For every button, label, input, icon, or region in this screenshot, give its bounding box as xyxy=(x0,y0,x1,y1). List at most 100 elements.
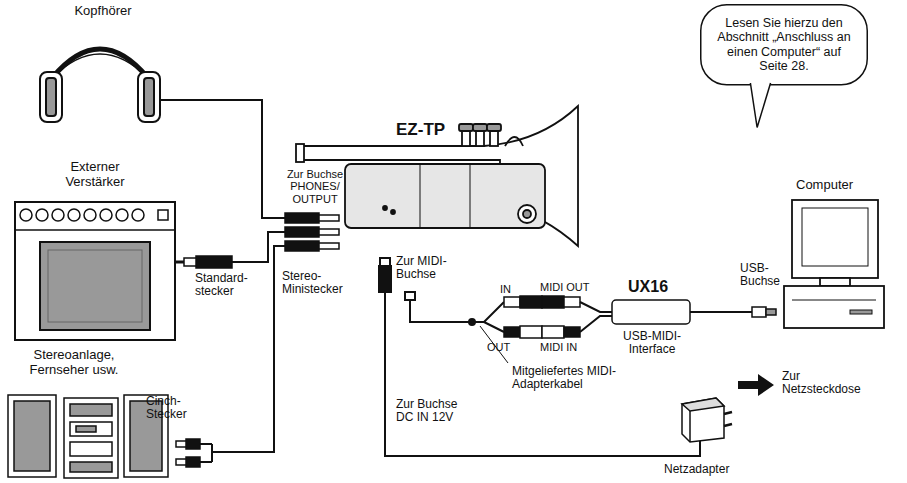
trumpet-part xyxy=(391,210,395,214)
trumpet-part xyxy=(302,106,578,246)
cable-label: Mitgeliefertes MIDI- Adapterkabel xyxy=(512,365,644,392)
phone-plugs-part xyxy=(184,258,196,266)
midi-cable-part xyxy=(410,300,504,332)
midi-cable-part xyxy=(469,319,475,325)
amplifier-part xyxy=(15,229,175,231)
trumpet-part xyxy=(518,205,536,223)
midi-connectors-part xyxy=(520,326,542,338)
plug-label: Stereo- Ministecker xyxy=(282,270,358,297)
trumpet-part xyxy=(296,144,304,162)
phone-plugs-part xyxy=(285,213,319,223)
stereo-system-part xyxy=(70,404,112,416)
computer-part xyxy=(850,310,872,314)
device-label: Kopfhörer xyxy=(48,4,158,19)
power-cable-part xyxy=(385,292,700,456)
amplifier-knobs-part xyxy=(36,209,48,221)
midi-connectors xyxy=(504,296,580,338)
product-name: UX16 xyxy=(628,278,668,296)
midi-connectors-part xyxy=(542,326,564,338)
power-adapter-part xyxy=(724,424,732,426)
power-cable-part xyxy=(379,266,391,292)
product-name: EZ-TP xyxy=(396,120,445,139)
amplifier-knobs xyxy=(20,209,144,221)
trumpet-part xyxy=(459,124,473,131)
headphones xyxy=(40,49,160,122)
phone-plugs-part xyxy=(285,227,319,237)
device-label: Netzadapter xyxy=(664,463,729,476)
midi-cable-part xyxy=(405,292,415,300)
stereo-system-part xyxy=(8,395,56,477)
trumpet-part xyxy=(473,124,487,131)
jack-label: Zur MIDI- Buchse xyxy=(396,255,468,282)
amplifier-part xyxy=(40,242,150,330)
midi-connectors-part xyxy=(564,327,580,337)
amplifier-knobs-part xyxy=(132,209,144,221)
usb-midi-interface-part xyxy=(766,309,776,315)
computer-part xyxy=(820,278,850,286)
trumpet-part xyxy=(505,137,523,146)
phone-plugs-part xyxy=(319,215,339,221)
trumpet-part xyxy=(523,210,531,218)
amplifier xyxy=(15,202,175,340)
interface-cables-part xyxy=(580,302,612,332)
jack-label: Zur Buchse PHONES/ OUTPUT xyxy=(278,168,352,205)
speech-bubble: Lesen Sie hierzu den Abschnitt „Anschlus… xyxy=(700,4,868,86)
stereo-system-part xyxy=(70,442,112,456)
plug-label: Standard- stecker xyxy=(195,272,259,299)
jack-label: Zur Buchse DC IN 12V xyxy=(396,398,468,425)
amplifier-part xyxy=(158,210,168,220)
midi-connectors-part xyxy=(504,327,520,337)
power-cable-part xyxy=(380,258,390,266)
midi-connectors-part xyxy=(564,297,580,307)
computer-part xyxy=(792,300,876,301)
power-adapter-part xyxy=(724,412,732,414)
amplifier-knobs-part xyxy=(116,209,128,221)
amplifier-part xyxy=(15,202,175,340)
power-adapter-part xyxy=(689,411,691,442)
bubble-outline-part xyxy=(750,83,770,128)
phone-plugs-part xyxy=(176,261,184,264)
trumpet-part xyxy=(462,130,470,146)
phone-plugs xyxy=(176,213,339,467)
power-adapter xyxy=(682,398,732,442)
trumpet-part xyxy=(490,130,498,146)
audio-cables-part xyxy=(160,100,285,218)
computer xyxy=(784,200,884,328)
phone-plugs-part xyxy=(285,241,319,251)
usb-midi-interface-part xyxy=(752,307,766,317)
trumpet-part xyxy=(420,164,421,228)
power-cable xyxy=(379,258,700,456)
trumpet-part xyxy=(345,164,545,228)
interface-cables-part xyxy=(690,311,752,313)
headphones-part xyxy=(52,54,148,78)
phone-plugs-part xyxy=(186,439,200,449)
phone-plugs-part xyxy=(176,459,186,465)
trumpet-part xyxy=(476,130,484,146)
port-label: USB- Buchse xyxy=(740,262,790,289)
stereo-system xyxy=(8,395,168,478)
power-adapter-part xyxy=(682,398,724,442)
amplifier-knobs-part xyxy=(84,209,96,221)
amplifier-knobs-part xyxy=(68,209,80,221)
amplifier-knobs-part xyxy=(20,209,32,221)
midi-connectors-part xyxy=(504,297,520,307)
phone-plugs-part xyxy=(186,457,200,467)
phone-plugs-part xyxy=(196,256,232,268)
port-label: MIDI OUT xyxy=(540,281,590,293)
device-label: Stereoanlage, Fernseher usw. xyxy=(15,348,133,377)
port-label: OUT xyxy=(487,341,510,353)
outlet-arrow xyxy=(738,374,774,396)
headphones-part xyxy=(40,72,62,122)
midi-connectors-part xyxy=(520,296,542,308)
headphones-part xyxy=(144,78,154,116)
headphones-part xyxy=(138,72,160,122)
trumpet-part xyxy=(487,124,501,131)
bubble-outline-part xyxy=(701,5,868,85)
device-label: Computer xyxy=(796,178,853,193)
headphones-part xyxy=(46,78,56,116)
trumpet-part xyxy=(383,206,387,210)
phone-plugs-part xyxy=(319,243,339,249)
midi-cable xyxy=(405,292,504,332)
stereo-system-part xyxy=(70,422,112,436)
